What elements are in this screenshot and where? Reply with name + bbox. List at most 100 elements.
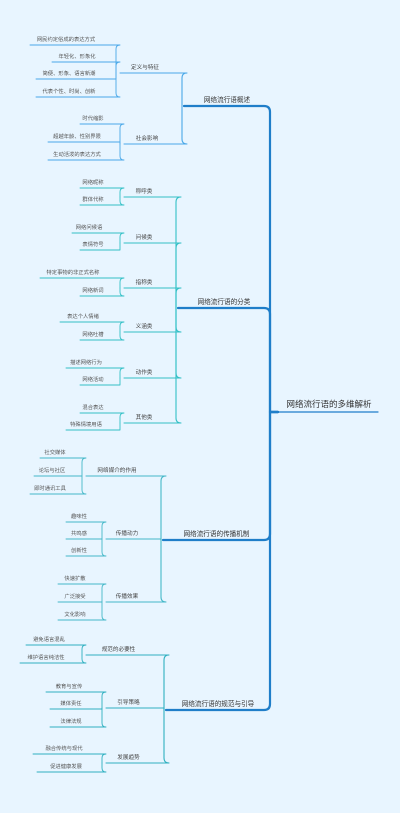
leaf-1-2-0-connector [105,277,125,289]
leaf-3-0-1-connector [71,654,87,664]
leaf-3-0-0-connector [71,644,87,656]
leaf-3-1-0-label[interactable]: 教育与宣传 [55,684,83,690]
leaf-3-2-1-label[interactable]: 促进健康发展 [50,764,82,770]
leaf-0-1-2-connector [105,143,125,161]
leaf-0-1-0-label[interactable]: 时代缩影 [82,116,104,122]
leaf-1-1-0-connector [105,232,125,244]
leaf-1-2-1-connector [105,287,125,297]
branch-0-1-label[interactable]: 社会影响 [135,135,159,142]
leaf-2-0-2-connector [69,475,87,495]
branch-0-0-label[interactable]: 定义与特征 [131,64,159,71]
branch-1-2-connector [163,287,182,309]
leaf-0-0-1-connector [101,61,121,74]
branch-2-2-connector [147,539,167,603]
leaf-1-4-0-connector [105,367,125,379]
branch-2-0-label[interactable]: 网络媒介的作用 [97,467,137,474]
branch-2-1-label[interactable]: 传播动力 [115,530,139,537]
branch-1-0-label[interactable]: 称呼类 [135,188,153,195]
branch-1-4-connector [163,307,182,379]
leaf-3-1-1-label[interactable]: 媒体责任 [60,701,82,707]
leaf-2-1-2-label[interactable]: 创新性 [71,548,87,554]
leaf-1-0-0-label[interactable]: 网络昵称 [82,180,104,186]
branch-1-5-connector [163,307,182,424]
branch-0-0-connector [169,72,188,107]
leaf-2-0-1-label[interactable]: 论坛与社区 [38,468,66,474]
leaf-0-0-3-connector [101,72,121,98]
spine-connector-3 [164,410,280,712]
branch-2-1-connector [147,538,162,541]
leaf-2-1-0-label[interactable]: 趣味性 [71,514,87,520]
leaf-3-1-2-connector [91,707,107,728]
leaf-2-1-2-connector [91,538,107,557]
leaf-2-0-0-label[interactable]: 社交媒体 [44,450,66,456]
leaf-2-2-0-connector [91,583,107,603]
leaf-1-4-1-label[interactable]: 网络活动 [82,377,104,383]
leaf-0-1-1-label[interactable]: 超越年龄、性别界限 [53,134,101,140]
branch-3-label[interactable]: 网络流行语的规范与引导 [181,700,255,708]
leaf-3-2-1-connector [94,762,107,773]
leaf-1-1-1-connector [105,242,121,251]
leaf-1-3-0-label[interactable]: 表达个人情绪 [67,314,99,320]
leaf-3-0-0-label[interactable]: 避免语言混乱 [33,637,65,643]
leaf-1-3-0-connector [105,321,125,333]
leaf-0-1-2-label[interactable]: 生动活泼的表达方式 [53,152,101,158]
branch-0-label[interactable]: 网络流行语概述 [203,96,251,104]
branch-3-0-label[interactable]: 规范的必要性 [101,646,136,653]
leaf-1-3-1-label[interactable]: 网络吐槽 [82,332,104,338]
branch-1-2-label[interactable]: 指称类 [135,279,153,286]
leaf-1-3-1-connector [105,331,125,341]
leaf-1-1-0-label[interactable]: 网络问候语 [75,225,103,231]
branch-2-label[interactable]: 网络流行语的传播机制 [183,530,250,538]
spine-connector-0 [182,104,280,414]
leaf-2-2-1-label[interactable]: 广泛接受 [64,594,86,600]
branch-3-0-connector [150,654,170,711]
leaf-2-0-0-connector [69,457,87,477]
leaf-2-1-1-label[interactable]: 共鸣感 [71,531,87,537]
branch-2-0-connector [147,475,167,541]
leaf-3-0-1-label[interactable]: 维护语言纯洁性 [27,655,65,661]
branch-1-0-connector [163,196,182,309]
leaf-3-1-0-connector [91,691,107,709]
branch-0-1-connector [169,105,188,145]
branch-2-2-label[interactable]: 传播效果 [115,593,139,600]
branch-1-5-label[interactable]: 其他类 [135,414,153,421]
branch-1-1-connector [163,242,182,309]
leaf-3-2-0-label[interactable]: 融合传统与现代 [45,746,83,752]
leaf-1-5-1-label[interactable]: 特殊情境用语 [70,422,102,428]
leaf-1-2-1-label[interactable]: 网络新词 [82,288,104,294]
leaf-0-0-0-connector [101,44,121,74]
leaf-2-2-2-label[interactable]: 文化影响 [64,612,86,618]
leaf-0-1-1-connector [105,141,121,145]
branch-3-2-label[interactable]: 发展趋势 [117,754,140,761]
leaf-1-0-1-connector [105,196,125,206]
spine-connector-1 [176,306,280,414]
leaf-1-0-1-label[interactable]: 群体代称 [82,197,104,203]
leaf-1-1-1-label[interactable]: 表情符号 [82,242,104,248]
leaf-0-1-0-connector [105,123,125,145]
branch-3-1-label[interactable]: 引导策略 [117,699,140,706]
leaf-0-0-2-label[interactable]: 简便、形象、语言新潮 [42,71,96,77]
leaf-1-5-0-connector [105,412,125,424]
leaf-1-2-0-label[interactable]: 特定事物的非正式名称 [46,270,100,276]
leaf-2-2-0-label[interactable]: 快速扩散 [64,576,86,582]
branch-1-label[interactable]: 网络流行语的分类 [197,298,251,306]
spine-connector-2 [161,410,280,542]
root-topic[interactable]: 网络流行语的多维解析 [286,400,372,410]
leaf-2-0-2-label[interactable]: 即时通讯工具 [34,486,66,492]
branch-1-4-label[interactable]: 动作类 [135,369,153,376]
leaf-1-5-0-label[interactable]: 混合表达 [82,405,104,411]
leaf-1-4-1-connector [105,377,121,386]
leaf-0-0-3-label[interactable]: 代表个性、时尚、创新 [42,89,96,95]
branch-1-1-label[interactable]: 问候类 [135,234,153,241]
leaf-1-0-0-connector [105,187,125,198]
leaf-2-1-0-connector [91,521,107,540]
leaf-3-1-1-connector [91,707,103,710]
leaf-0-0-1-label[interactable]: 年轻化、形象化 [58,54,96,60]
leaf-1-4-0-label[interactable]: 描述网络行为 [70,360,102,366]
branch-1-3-label[interactable]: 义涵类 [135,323,153,330]
leaf-0-0-0-label[interactable]: 网民约定俗成的表达方式 [36,37,96,43]
leaf-1-5-1-connector [105,422,121,431]
leaf-3-1-2-label[interactable]: 法律法规 [60,719,82,725]
leaf-3-2-0-connector [94,753,107,764]
branch-3-2-connector [150,709,170,764]
